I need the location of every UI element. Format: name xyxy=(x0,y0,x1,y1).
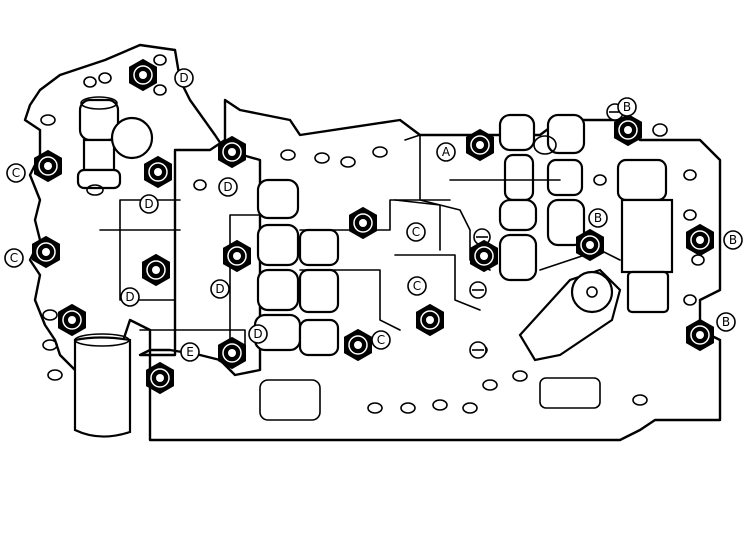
bolt-label-6: D xyxy=(139,194,159,214)
screw-2 xyxy=(469,281,487,299)
svg-text:E: E xyxy=(186,345,194,359)
svg-text:C: C xyxy=(413,279,421,293)
bolt-7 xyxy=(614,113,642,147)
svg-text:B: B xyxy=(623,100,631,114)
bolt-16 xyxy=(686,318,714,352)
svg-text:B: B xyxy=(722,315,730,329)
bolt-label-10: C xyxy=(4,248,24,268)
svg-text:B: B xyxy=(594,211,602,225)
pivot-arm xyxy=(518,268,622,362)
passage-lines xyxy=(99,134,621,421)
svg-text:D: D xyxy=(144,197,153,211)
bolt-label-12: D xyxy=(120,287,140,307)
bolt-label-7: B xyxy=(588,208,608,228)
bolt-12 xyxy=(142,253,170,287)
bolt-label-4: A xyxy=(436,142,456,162)
bolt-label-8: C xyxy=(406,222,426,242)
svg-text:C: C xyxy=(412,225,420,239)
bolt-10 xyxy=(32,235,60,269)
small-holes xyxy=(40,54,705,414)
bolt-5 xyxy=(144,155,172,189)
screw-3 xyxy=(469,341,487,359)
bolt-13 xyxy=(470,239,498,273)
center-spool-mid xyxy=(298,228,340,357)
bolt-label-2: B xyxy=(617,97,637,117)
right-piston xyxy=(616,158,674,314)
svg-text:B: B xyxy=(729,233,737,247)
left-cylinder-boss xyxy=(73,336,132,438)
bolt-6 xyxy=(349,206,377,240)
bolt-label-9: B xyxy=(723,230,743,250)
bolts xyxy=(32,58,714,395)
bolt-14 xyxy=(58,303,86,337)
bolt-label-15: D xyxy=(248,324,268,344)
svg-text:C: C xyxy=(10,251,18,265)
bolt-label-1: D xyxy=(174,68,194,88)
bolt-4 xyxy=(466,128,494,162)
bolt-label-14: B xyxy=(716,312,736,332)
upper-left-body xyxy=(23,43,262,387)
bolt-label-17: C xyxy=(371,330,391,350)
screws xyxy=(469,103,624,359)
bolt-19 xyxy=(146,361,174,395)
bolt-2 xyxy=(218,135,246,169)
svg-text:D: D xyxy=(179,71,188,85)
svg-text:C: C xyxy=(377,333,385,347)
bolt-17 xyxy=(218,336,246,370)
svg-text:D: D xyxy=(223,180,232,194)
right-spools xyxy=(498,113,586,282)
svg-text:C: C xyxy=(12,166,20,180)
bolt-15 xyxy=(416,303,444,337)
upper-left-spool xyxy=(76,96,154,190)
center-spool-left xyxy=(253,178,302,352)
left-cylinder-top xyxy=(74,333,130,347)
bolt-label-3: C xyxy=(6,163,26,183)
bolt-3 xyxy=(34,149,62,183)
bolt-8 xyxy=(576,228,604,262)
bolt-labels: D B C A D D B C B C D D C B D E C xyxy=(4,68,743,362)
svg-text:D: D xyxy=(253,327,262,341)
svg-text:A: A xyxy=(442,145,451,159)
svg-text:D: D xyxy=(125,290,134,304)
bolt-label-5: D xyxy=(218,177,238,197)
bolt-9 xyxy=(686,223,714,257)
bolt-label-16: E xyxy=(180,342,200,362)
bolt-1 xyxy=(129,58,157,92)
bolt-label-13: C xyxy=(407,276,427,296)
svg-text:D: D xyxy=(215,282,224,296)
bolt-18 xyxy=(344,328,372,362)
bolt-label-11: D xyxy=(210,279,230,299)
bolt-11 xyxy=(223,239,251,273)
